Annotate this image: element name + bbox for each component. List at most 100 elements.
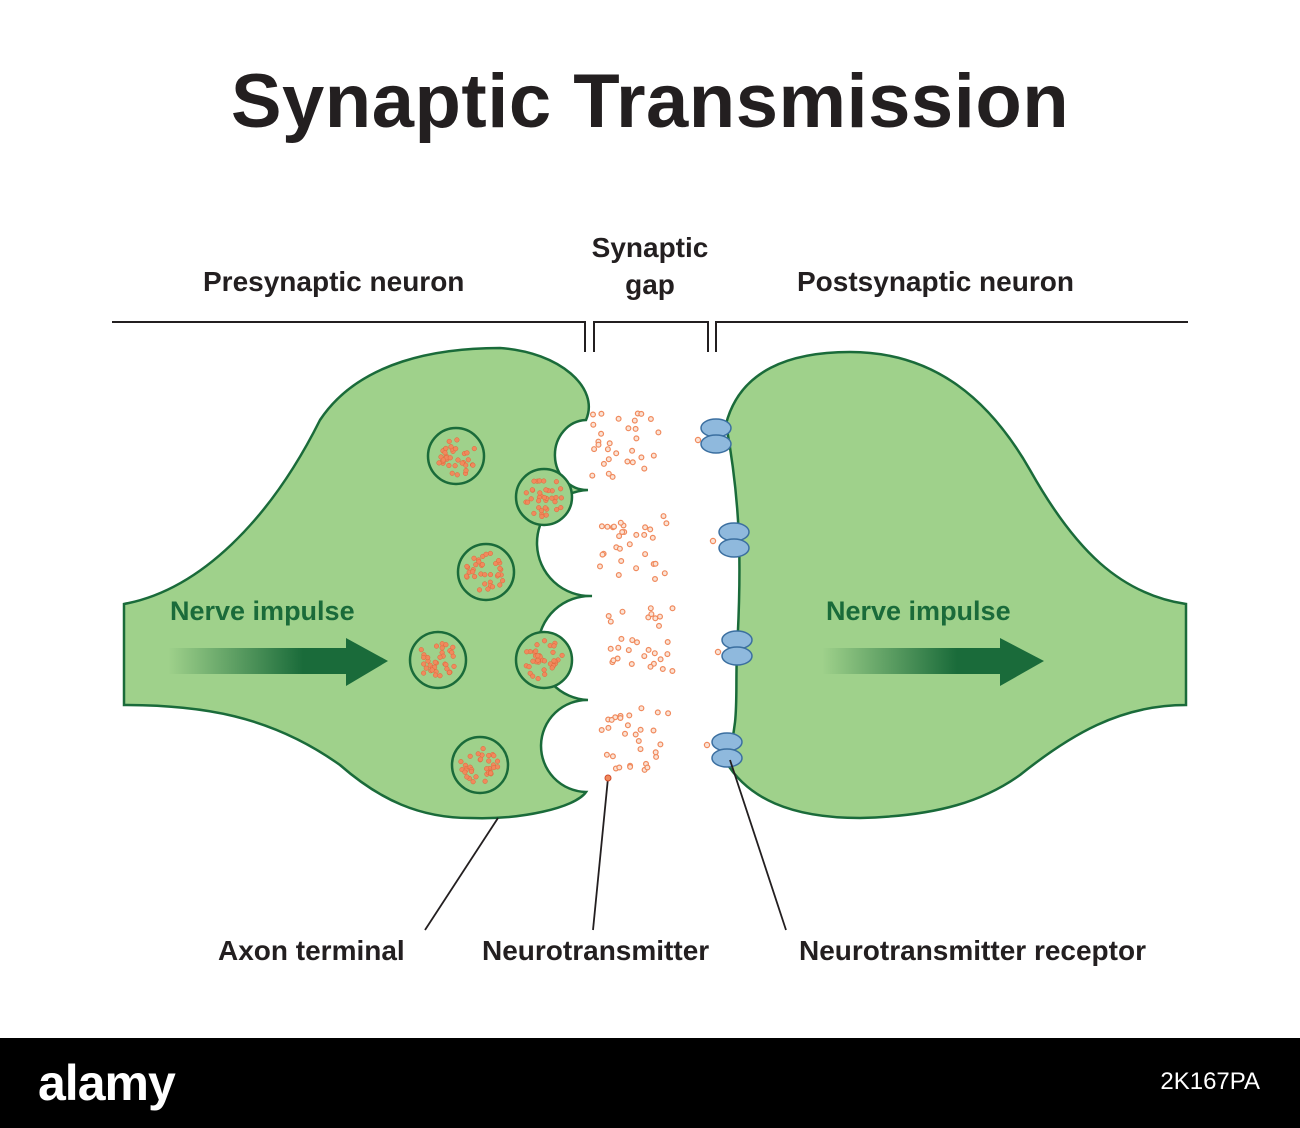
vesicle-molecule xyxy=(497,565,503,571)
vesicle-molecule xyxy=(471,446,477,452)
vesicle-molecule xyxy=(443,642,449,648)
neurotransmitter-molecule xyxy=(641,465,648,472)
neurotransmitter-molecule xyxy=(663,520,670,527)
vesicle xyxy=(456,542,516,602)
neurotransmitter-molecule xyxy=(604,523,611,530)
neurotransmitter-molecule xyxy=(652,615,659,622)
neurotransmitter-molecule xyxy=(657,656,664,663)
neurotransmitter-molecule xyxy=(633,435,640,442)
vesicle-molecule xyxy=(482,778,488,784)
neurotransmitter-molecule xyxy=(669,667,676,674)
vesicle-molecule xyxy=(496,558,502,564)
vesicle-molecule xyxy=(443,662,449,668)
vesicle-molecule xyxy=(487,572,494,578)
neurotransmitter-molecule xyxy=(605,724,612,731)
vesicle-molecule xyxy=(475,751,481,757)
postsynaptic-bracket xyxy=(715,321,1188,352)
neurotransmitter-molecule xyxy=(650,452,657,459)
neurotransmitter-molecule xyxy=(632,425,639,432)
neurotransmitter-molecule xyxy=(591,446,598,453)
vesicle-molecule xyxy=(486,758,492,764)
vesicle-molecule xyxy=(447,455,453,461)
vesicle-molecule xyxy=(442,450,448,456)
neurotransmitter-molecule xyxy=(589,411,596,418)
vesicle xyxy=(426,426,486,486)
neurotransmitter-molecule xyxy=(652,560,659,567)
neurotransmitter-molecule xyxy=(598,523,605,530)
vesicle-molecule xyxy=(440,457,446,463)
neurotransmitter-molecule xyxy=(664,638,671,645)
vesicle-molecule xyxy=(538,508,544,514)
vesicle-molecule xyxy=(534,642,540,648)
vesicle-molecule xyxy=(448,444,454,450)
vesicle-molecule xyxy=(470,569,476,575)
vesicle-molecule xyxy=(421,661,427,667)
vesicle-molecule xyxy=(535,676,541,682)
vesicle xyxy=(450,735,510,795)
vesicle-molecule xyxy=(497,582,503,588)
receptor xyxy=(718,522,750,558)
vesicle-molecule xyxy=(450,644,456,650)
left-nerve-impulse-label: Nerve impulse xyxy=(170,596,355,626)
neurotransmitter-molecule xyxy=(651,575,658,582)
vesicle-molecule xyxy=(421,654,427,661)
neurotransmitter-molecule xyxy=(624,458,631,465)
vesicle-molecule xyxy=(549,665,555,671)
vesicle-molecule xyxy=(453,446,459,452)
alamy-logo: alamy xyxy=(38,1055,176,1111)
vesicle-molecule xyxy=(433,643,440,649)
vesicle-molecule xyxy=(443,445,449,451)
vesicle-molecule xyxy=(446,438,452,444)
vesicle-molecule xyxy=(489,584,496,590)
neurotransmitter-molecule xyxy=(608,716,615,723)
bound-molecule xyxy=(709,537,717,545)
neurotransmitter-molecule xyxy=(589,472,596,479)
bound-molecule xyxy=(694,436,702,444)
vesicle-molecule xyxy=(537,490,543,496)
receptor xyxy=(711,732,743,768)
vesicle-molecule xyxy=(418,647,424,653)
neurotransmitter-molecule xyxy=(665,710,672,717)
neurotransmitter-molecule xyxy=(660,513,667,520)
right-impulse-arrow xyxy=(822,638,1044,686)
image-id: 2K167PA xyxy=(1160,1068,1260,1095)
vesicle-molecule xyxy=(458,759,464,765)
neurotransmitter-molecule xyxy=(652,749,659,756)
vesicle-molecule xyxy=(450,653,456,659)
synaptic-gap-label-line1: Synaptic xyxy=(591,232,709,263)
synaptic-vesicles xyxy=(408,426,574,795)
neurotransmitter-molecule xyxy=(631,417,638,424)
presynaptic-label: Presynaptic neuron xyxy=(203,266,465,297)
vesicle-molecule xyxy=(536,498,542,504)
neurotransmitter-molecule xyxy=(664,651,671,658)
synaptic-gap-label-line2: gap xyxy=(625,269,675,300)
vesicle-molecule xyxy=(559,652,565,658)
vesicle-molecule xyxy=(471,555,477,561)
bound-molecule xyxy=(714,648,722,656)
presynaptic-bracket xyxy=(112,321,586,352)
neurotransmitter-molecule xyxy=(655,622,662,629)
neurotransmitter-molecule xyxy=(609,753,616,760)
vesicle-molecule xyxy=(553,479,559,485)
vesicle xyxy=(514,630,574,690)
neurotransmitter-molecule xyxy=(661,570,668,577)
neurotransmitter-molecule xyxy=(633,531,640,538)
vesicle-molecule xyxy=(437,654,443,660)
synaptic-gap-bracket xyxy=(593,321,709,352)
neurotransmitter-molecule xyxy=(610,523,617,530)
vesicle-molecule xyxy=(531,478,537,484)
vesicle-molecule xyxy=(480,746,486,752)
vesicle-molecule xyxy=(541,478,547,484)
vesicle-molecule xyxy=(452,463,458,469)
vesicle-molecule xyxy=(558,486,564,492)
vesicle-molecule xyxy=(482,581,488,587)
vesicle-molecule xyxy=(543,512,549,518)
vesicle-molecule xyxy=(459,460,465,466)
callout-lines xyxy=(424,759,787,931)
neurotransmitter-molecule xyxy=(641,531,648,538)
receptor xyxy=(721,630,753,666)
neurotransmitter-molecule xyxy=(628,660,635,667)
neurotransmitter-molecule xyxy=(618,635,625,642)
neurotransmitter-callout-line xyxy=(592,777,609,931)
neurotransmitter-receptor-label: Neurotransmitter receptor xyxy=(799,935,1146,966)
